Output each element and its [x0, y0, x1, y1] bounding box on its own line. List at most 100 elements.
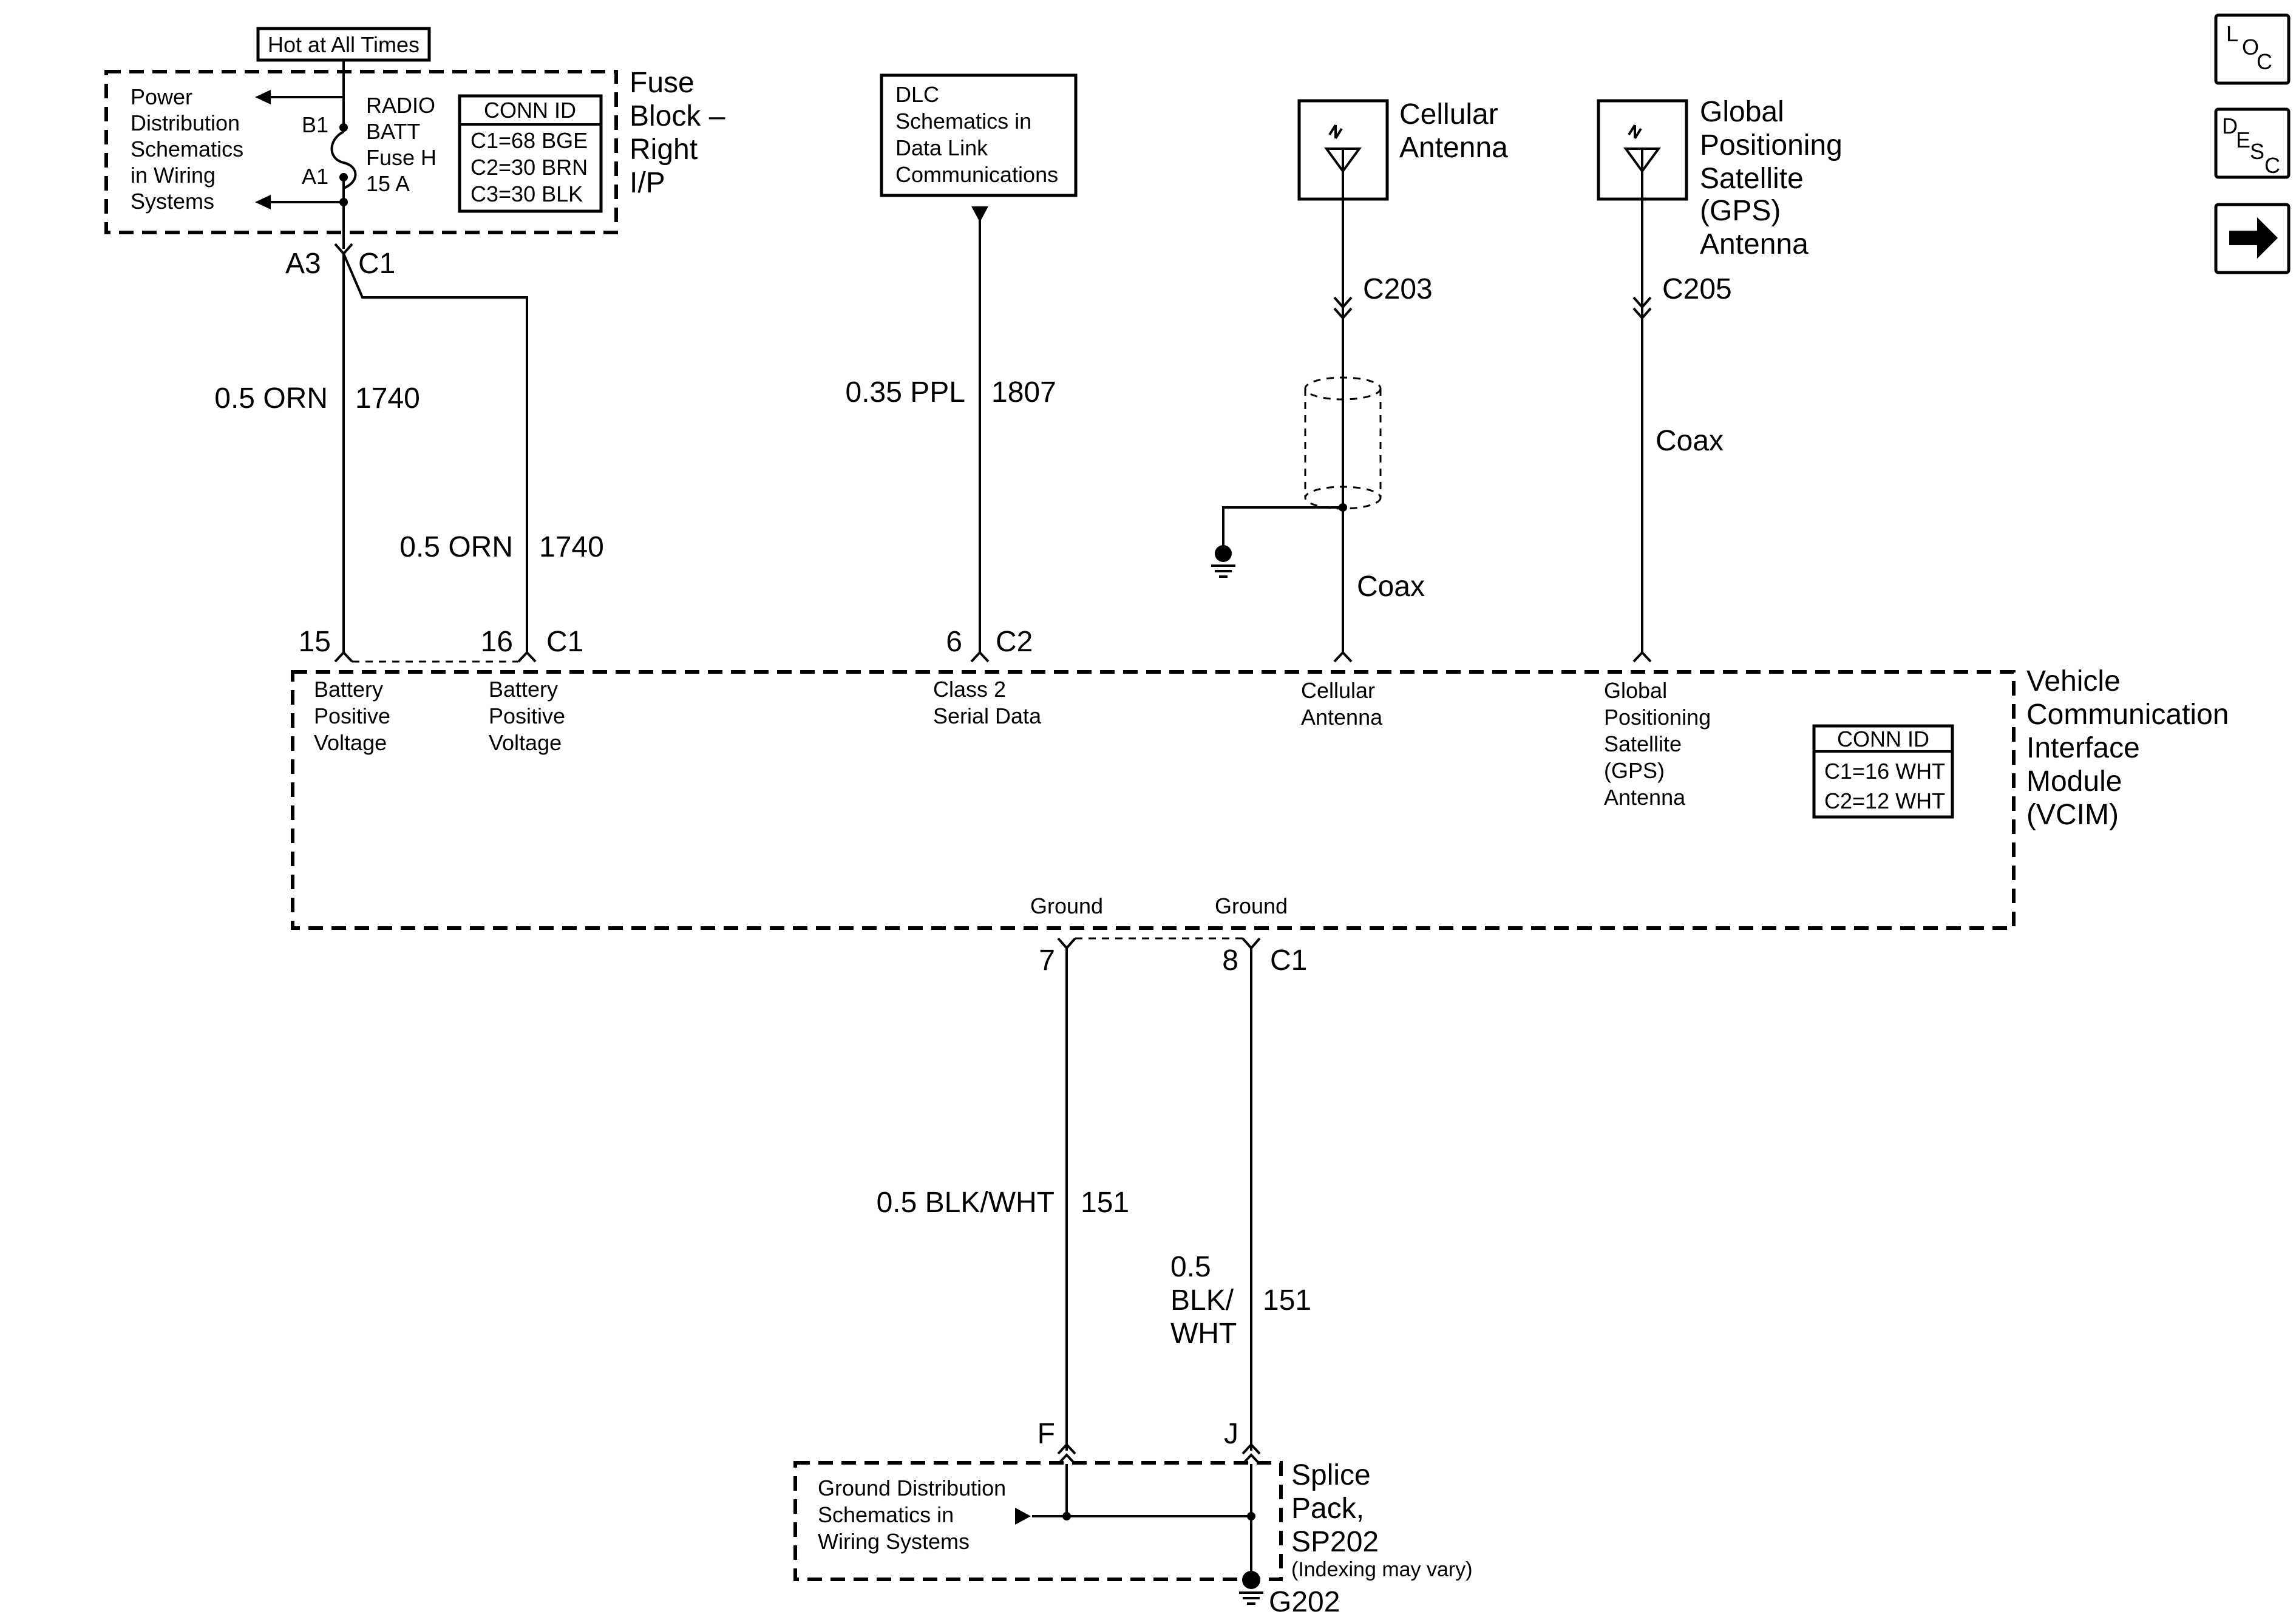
desc-letter: C	[2264, 153, 2280, 178]
cell-antenna-name: Cellular	[1399, 98, 1498, 130]
pin-j: J	[1224, 1418, 1238, 1450]
wire-gauge-label: BLK/	[1170, 1284, 1234, 1317]
fuse-block-name-line: Fuse	[630, 67, 695, 99]
fuse-label-line: BATT	[366, 119, 420, 144]
vcim-top-connectors	[334, 651, 1652, 663]
pin-function-label: (GPS)	[1604, 758, 1665, 783]
right-arrow-icon	[2229, 217, 2278, 259]
gps-antenna-name: (GPS)	[1700, 195, 1781, 227]
conn-id-row: C1=16 WHT	[1824, 759, 1945, 784]
splice-pack-name: Splice Pack, SP202 (Indexing may vary)	[1291, 1459, 1473, 1581]
pin-function-label: Battery	[489, 677, 558, 702]
fuse-label-line: 15 A	[366, 171, 410, 196]
vcim-pin-labels: Battery Positive Voltage Battery Positiv…	[314, 677, 1711, 918]
pin-function-label: Serial Data	[933, 703, 1042, 728]
ground-ref-line: Ground Distribution	[818, 1476, 1006, 1500]
dlc-reference-box[interactable]: DLC Schematics in Data Link Communicatio…	[880, 73, 1078, 197]
pin-function-label: Cellular	[1301, 678, 1375, 703]
pin-function-label: Global	[1604, 678, 1667, 703]
pin-function-label: Satellite	[1604, 731, 1682, 756]
wire-gauge-label: 0.5 ORN	[399, 531, 513, 563]
desc-button[interactable]: D E S C	[2214, 107, 2291, 179]
pin-function-label: Ground	[1030, 893, 1103, 918]
fuse-label-line: Fuse H	[366, 145, 436, 170]
fuse-block-conn-id: CONN ID C1=68 BGE C2=30 BRN C3=30 BLK	[458, 94, 603, 213]
hot-at-all-times-label: Hot at All Times	[256, 27, 431, 62]
conn-id-row: C2=12 WHT	[1824, 788, 1945, 813]
wire-gauge-label: 0.5	[1170, 1251, 1211, 1283]
pin-function-label: Class 2	[933, 677, 1006, 702]
pin-function-label: Ground	[1215, 893, 1288, 918]
pds-ref-line: Power	[131, 84, 192, 109]
connector-c1: C1	[1270, 944, 1307, 977]
pds-ref-line: in Wiring	[131, 163, 216, 188]
pin-function-label: Voltage	[489, 730, 562, 755]
loc-letter: L	[2226, 21, 2238, 46]
ground-distribution-ref[interactable]: Ground Distribution Schematics in Wiring…	[818, 1476, 1006, 1554]
wire-circuit-label: 1807	[991, 376, 1056, 408]
pin-a3: A3	[285, 248, 321, 280]
conn-id-title: CONN ID	[484, 98, 576, 123]
dlc-line: Schematics in	[895, 109, 1031, 134]
coax-shield	[1304, 376, 1382, 510]
fuse-label-line: RADIO	[366, 93, 435, 118]
desc-letter: D	[2222, 114, 2238, 138]
pin-function-label: Antenna	[1301, 705, 1383, 730]
antenna-icon	[1623, 124, 1661, 199]
pin-f: F	[1038, 1418, 1055, 1450]
splice-name-line: Splice	[1291, 1459, 1371, 1491]
vcim-name-line: Module	[2026, 765, 2122, 798]
conn-id-row: C2=30 BRN	[470, 155, 588, 180]
connector-c203-symbol	[1333, 296, 1353, 320]
wire-circuit-label: 1740	[539, 531, 604, 563]
vcim-name: Vehicle Communication Interface Module (…	[2026, 665, 2229, 831]
pin-function-label: Antenna	[1604, 785, 1686, 810]
vcim-outline	[291, 670, 2016, 930]
connector-c1: C1	[546, 626, 583, 658]
ref-arrow-icon	[255, 195, 271, 209]
desc-letter: S	[2250, 139, 2264, 164]
splice-name-line: SP202	[1291, 1526, 1379, 1558]
pin-a1: A1	[302, 164, 328, 189]
power-distribution-ref: Power Distribution Schematics in Wiring …	[131, 84, 243, 214]
splice-pack-outline	[793, 1461, 1283, 1581]
ground-g202: G202	[1269, 1586, 1340, 1617]
next-page-button[interactable]	[2214, 203, 2291, 274]
cell-antenna-name: Antenna	[1399, 132, 1508, 164]
shield-drain-wire	[1222, 506, 1343, 549]
pin-16: 16	[481, 626, 513, 658]
pin-b1: B1	[302, 112, 328, 137]
loc-button[interactable]: L O C	[2214, 13, 2291, 85]
wire-gauge-label: 0.5 BLK/WHT	[877, 1187, 1055, 1219]
connector-c205: C205	[1662, 273, 1732, 305]
conn-id-row: C3=30 BLK	[470, 181, 583, 206]
pin-6: 6	[946, 626, 962, 658]
vcim-name-line: Communication	[2026, 699, 2229, 731]
splice-bus	[1015, 1464, 1255, 1575]
coax-label: Coax	[1357, 571, 1425, 603]
wire-circuit-label: 151	[1263, 1284, 1311, 1317]
wire-circuit-label: 1740	[355, 382, 420, 415]
ground-ref-line: Wiring Systems	[818, 1529, 970, 1554]
conn-id-title: CONN ID	[1837, 727, 1929, 751]
pin-function-label: Positive	[314, 703, 390, 728]
fuse-block-name-line: Block –	[630, 100, 725, 132]
gps-antenna-name: Positioning	[1700, 129, 1843, 161]
ground-ref-line: Schematics in	[818, 1502, 954, 1527]
cellular-antenna: Cellular Antenna	[1297, 98, 1508, 201]
pin-7: 7	[1039, 944, 1055, 977]
pds-ref-line: Distribution	[131, 110, 240, 135]
fuse-block-outline	[104, 70, 618, 234]
pin-function-label: Battery	[314, 677, 383, 702]
pin-8: 8	[1222, 944, 1238, 977]
vcim-conn-id: CONN ID C1=16 WHT C2=12 WHT	[1812, 724, 1954, 819]
radio-batt-fuse: B1 A1 RADIO BATT Fuse H 15 A	[255, 72, 436, 249]
wire-gauge-label: WHT	[1170, 1318, 1237, 1350]
pin-function-label: Positive	[489, 703, 565, 728]
ref-arrow-icon	[255, 90, 271, 104]
conn-id-row: C1=68 BGE	[470, 128, 588, 153]
wire-gauge-label: 0.5 ORN	[214, 382, 328, 415]
ref-arrow-icon	[1015, 1508, 1031, 1525]
splice-name-line: Pack,	[1291, 1493, 1364, 1525]
